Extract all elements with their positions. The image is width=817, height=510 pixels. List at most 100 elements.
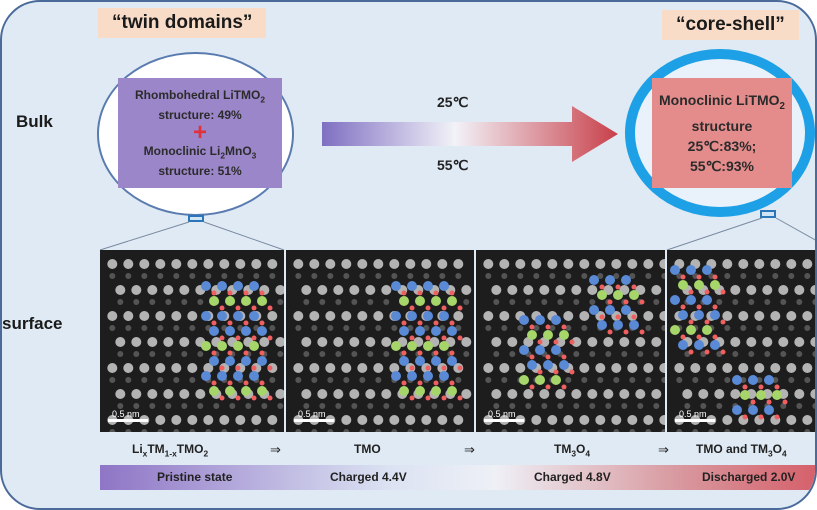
atom-marker [686,295,696,305]
transition-arrow-3: ⇒ [658,442,669,457]
monoclinic-percent: structure: 51% [158,164,242,179]
atom-marker [391,341,401,351]
atom-marker [621,305,631,315]
atom-marker [680,334,686,340]
atom-marker [251,335,257,341]
phase-label-tmo-and-tm3o4: TMO and TM3O4 [696,442,787,459]
atom-marker [391,371,401,381]
capacity-55: 55℃:93% [690,158,754,175]
atom-marker [209,296,219,306]
atom-marker [702,265,712,275]
atom-marker [431,356,441,366]
core-shell-tag: “core-shell” [662,10,799,40]
atom-marker [688,289,694,295]
atom-marker [607,329,613,335]
atom-marker [519,345,529,355]
atom-marker [241,386,251,396]
transition-arrow-2: ⇒ [464,442,475,457]
atom-marker [670,295,680,305]
atom-marker [259,290,265,296]
atom-marker [529,384,535,390]
atom-marker [225,326,235,336]
atom-marker [613,290,623,300]
atom-marker [401,290,407,296]
atom-marker [710,340,720,350]
surface-label: surface [2,314,63,333]
atom-marker [553,369,559,375]
atom-marker [764,375,774,385]
atom-marker [607,299,613,305]
atom-marker [561,324,567,330]
atom-marker [431,326,441,336]
atom-marker [225,386,235,396]
atom-marker [748,405,758,415]
atom-marker [209,386,219,396]
atom-marker [423,371,433,381]
atom-marker [639,329,645,335]
atom-marker [527,360,537,370]
atom-marker [423,281,433,291]
atom-marker [553,339,559,345]
atom-marker [543,330,553,340]
atom-marker [545,384,551,390]
atom-marker [748,375,758,385]
atom-marker [219,395,225,401]
atom-marker [712,304,718,310]
atom-marker [209,356,219,366]
atom-marker [233,281,243,291]
atom-marker [407,371,417,381]
atom-marker [433,380,439,386]
atom-marker [457,305,463,311]
atom-marker [415,356,425,366]
atom-marker [399,296,409,306]
monoclinic-litmo2-line: Monoclinic LiTMO2 [659,91,785,112]
atom-marker [629,290,639,300]
atom-marker [433,350,439,356]
atom-marker [704,319,710,325]
atom-marker [423,341,433,351]
atom-marker [750,399,756,405]
atom-marker [551,345,561,355]
atom-marker [251,305,257,311]
atom-marker [599,284,605,290]
atom-marker [233,311,243,321]
atom-marker [545,324,551,330]
atom-marker [415,326,425,336]
atom-marker [235,305,241,311]
atom-marker [233,341,243,351]
atom-marker [457,335,463,341]
atom-marker [774,384,780,390]
atom-marker [680,274,686,280]
atom-marker [688,319,694,325]
atom-marker [257,356,267,366]
atom-marker [439,371,449,381]
atom-marker [241,356,251,366]
scale-bar [484,419,524,422]
monoclinic-li2mno3-line: Monoclinic Li2MnO3 [143,144,257,161]
atom-marker [407,341,417,351]
atom-marker [391,311,401,321]
atom-marker [599,314,605,320]
atom-marker [425,305,431,311]
left-zoom-marker [188,215,204,222]
atom-marker [441,335,447,341]
atom-marker [417,350,423,356]
atom-marker [720,289,726,295]
atom-marker [417,320,423,326]
atom-marker [756,390,766,400]
atom-marker [710,280,720,290]
atom-marker [597,320,607,330]
state-pristine: Pristine state [157,470,233,484]
scale-bar-label: 0.5 nm [488,409,516,419]
atom-marker [431,386,441,396]
atom-marker [559,360,569,370]
atom-marker [257,326,267,336]
atom-marker [732,375,742,385]
atom-marker [543,360,553,370]
atom-marker [696,304,702,310]
atom-marker [561,354,567,360]
atom-marker [694,340,704,350]
atom-marker [201,311,211,321]
atom-marker [561,384,567,390]
plus-sign: + [192,119,207,146]
